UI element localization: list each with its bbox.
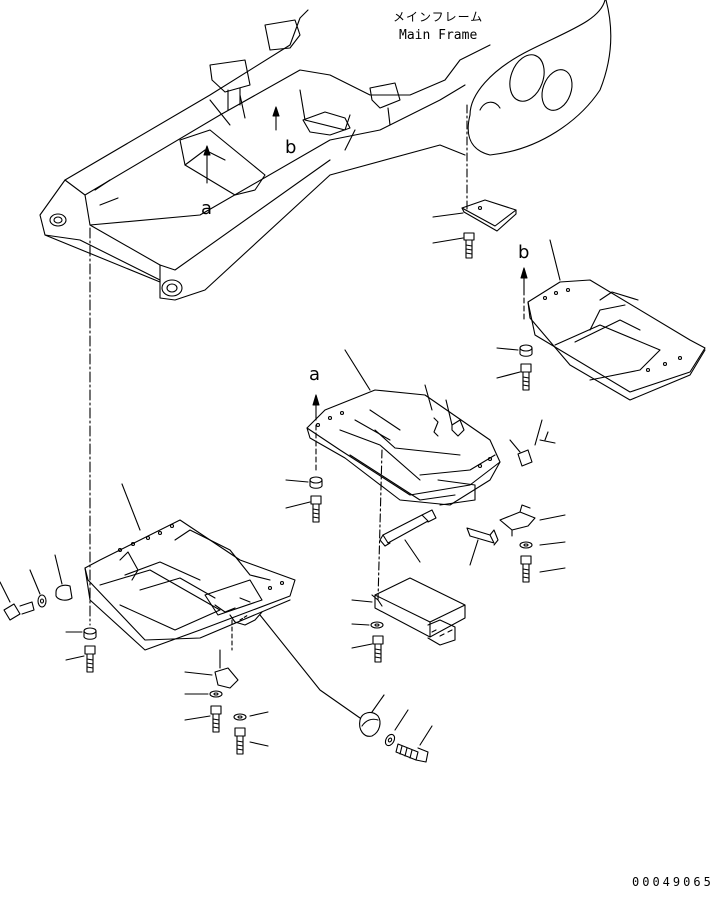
bolt: [351, 635, 384, 663]
spacer: [285, 476, 323, 489]
bolt: [0, 581, 35, 621]
spacer: [509, 419, 556, 467]
washer: [519, 541, 566, 549]
washer: [29, 569, 47, 608]
washer: [184, 690, 223, 698]
guard-left: [84, 483, 296, 651]
washer: [351, 621, 384, 629]
washer: [384, 709, 409, 747]
main-frame-label-jp: メインフレーム: [393, 10, 484, 24]
spacer: [65, 627, 97, 640]
bolt: [395, 725, 433, 763]
bolt: [184, 705, 222, 733]
marker-b-guard: b: [518, 242, 530, 263]
drawing-number: 00049065: [632, 875, 712, 889]
bolt: [520, 555, 566, 583]
bolt: [496, 363, 532, 391]
controller-box: [351, 577, 466, 646]
bolt: [432, 232, 475, 259]
spacer: [54, 554, 73, 601]
main-frame-label-en: Main Frame: [399, 28, 478, 43]
cover-plate-small: [432, 199, 517, 232]
main-frame: [39, 0, 612, 301]
bolt: [231, 614, 249, 651]
marker-b-frame: b: [285, 137, 297, 158]
marker-a-frame: a: [201, 198, 213, 219]
bolt: [285, 495, 322, 523]
bolt: [234, 727, 269, 755]
guard-center: [306, 349, 501, 506]
marker-a-guard: a: [309, 364, 321, 385]
washer: [233, 711, 269, 721]
bolt: [65, 645, 96, 673]
bracket: [184, 649, 239, 689]
plug: [359, 694, 385, 737]
spacer: [496, 344, 533, 357]
bracket: [424, 384, 465, 437]
bracket: [499, 504, 566, 537]
bolt: [379, 509, 499, 566]
guard-right: [520, 239, 706, 401]
